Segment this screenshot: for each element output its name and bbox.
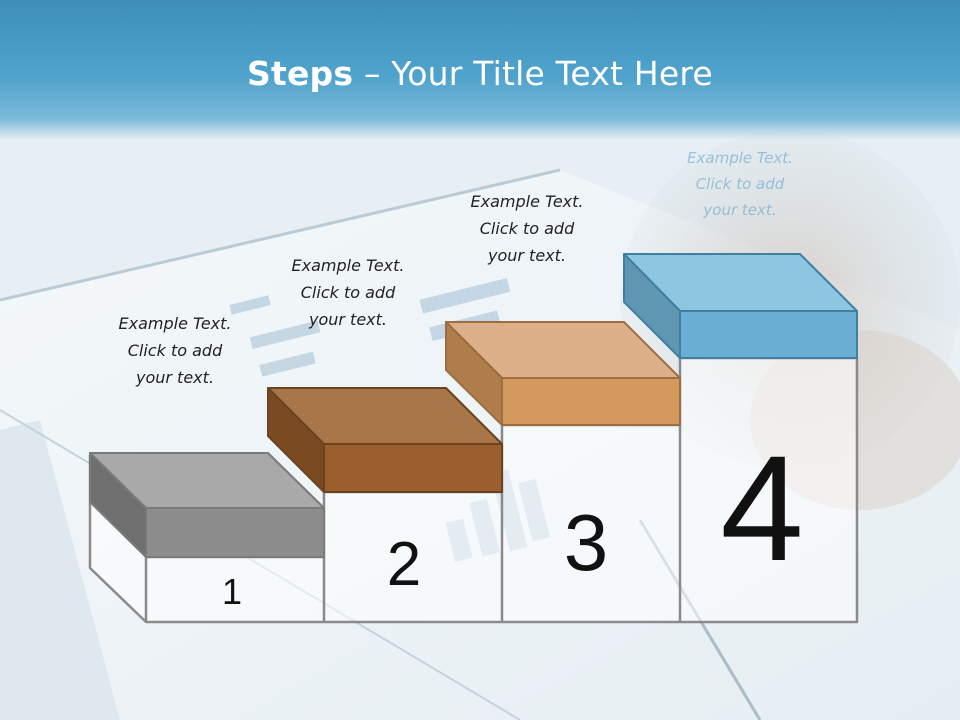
step-number-1: 1 — [222, 571, 242, 612]
title-band — [0, 0, 960, 140]
step-block-1[interactable] — [89, 452, 325, 558]
title-rest: – Your Title Text Here — [353, 54, 713, 93]
title-bold: Steps — [247, 54, 354, 93]
step-number-2: 2 — [387, 530, 421, 599]
step-number-3: 3 — [564, 498, 609, 587]
step-caption-3[interactable]: Example Text. Click to add your text. — [470, 192, 584, 265]
step-block-3[interactable] — [445, 321, 681, 426]
step-caption-2[interactable]: Example Text. Click to add your text. — [291, 256, 405, 329]
step-block-4[interactable] — [623, 253, 858, 359]
step-caption-1[interactable]: Example Text. Click to add your text. — [118, 314, 232, 387]
step-caption-4[interactable]: Example Text. Click to add your text. — [687, 149, 793, 219]
slide-title[interactable]: Steps – Your Title Text Here — [0, 54, 960, 93]
step-number-4: 4 — [720, 424, 803, 592]
step-block-2[interactable] — [267, 387, 503, 493]
